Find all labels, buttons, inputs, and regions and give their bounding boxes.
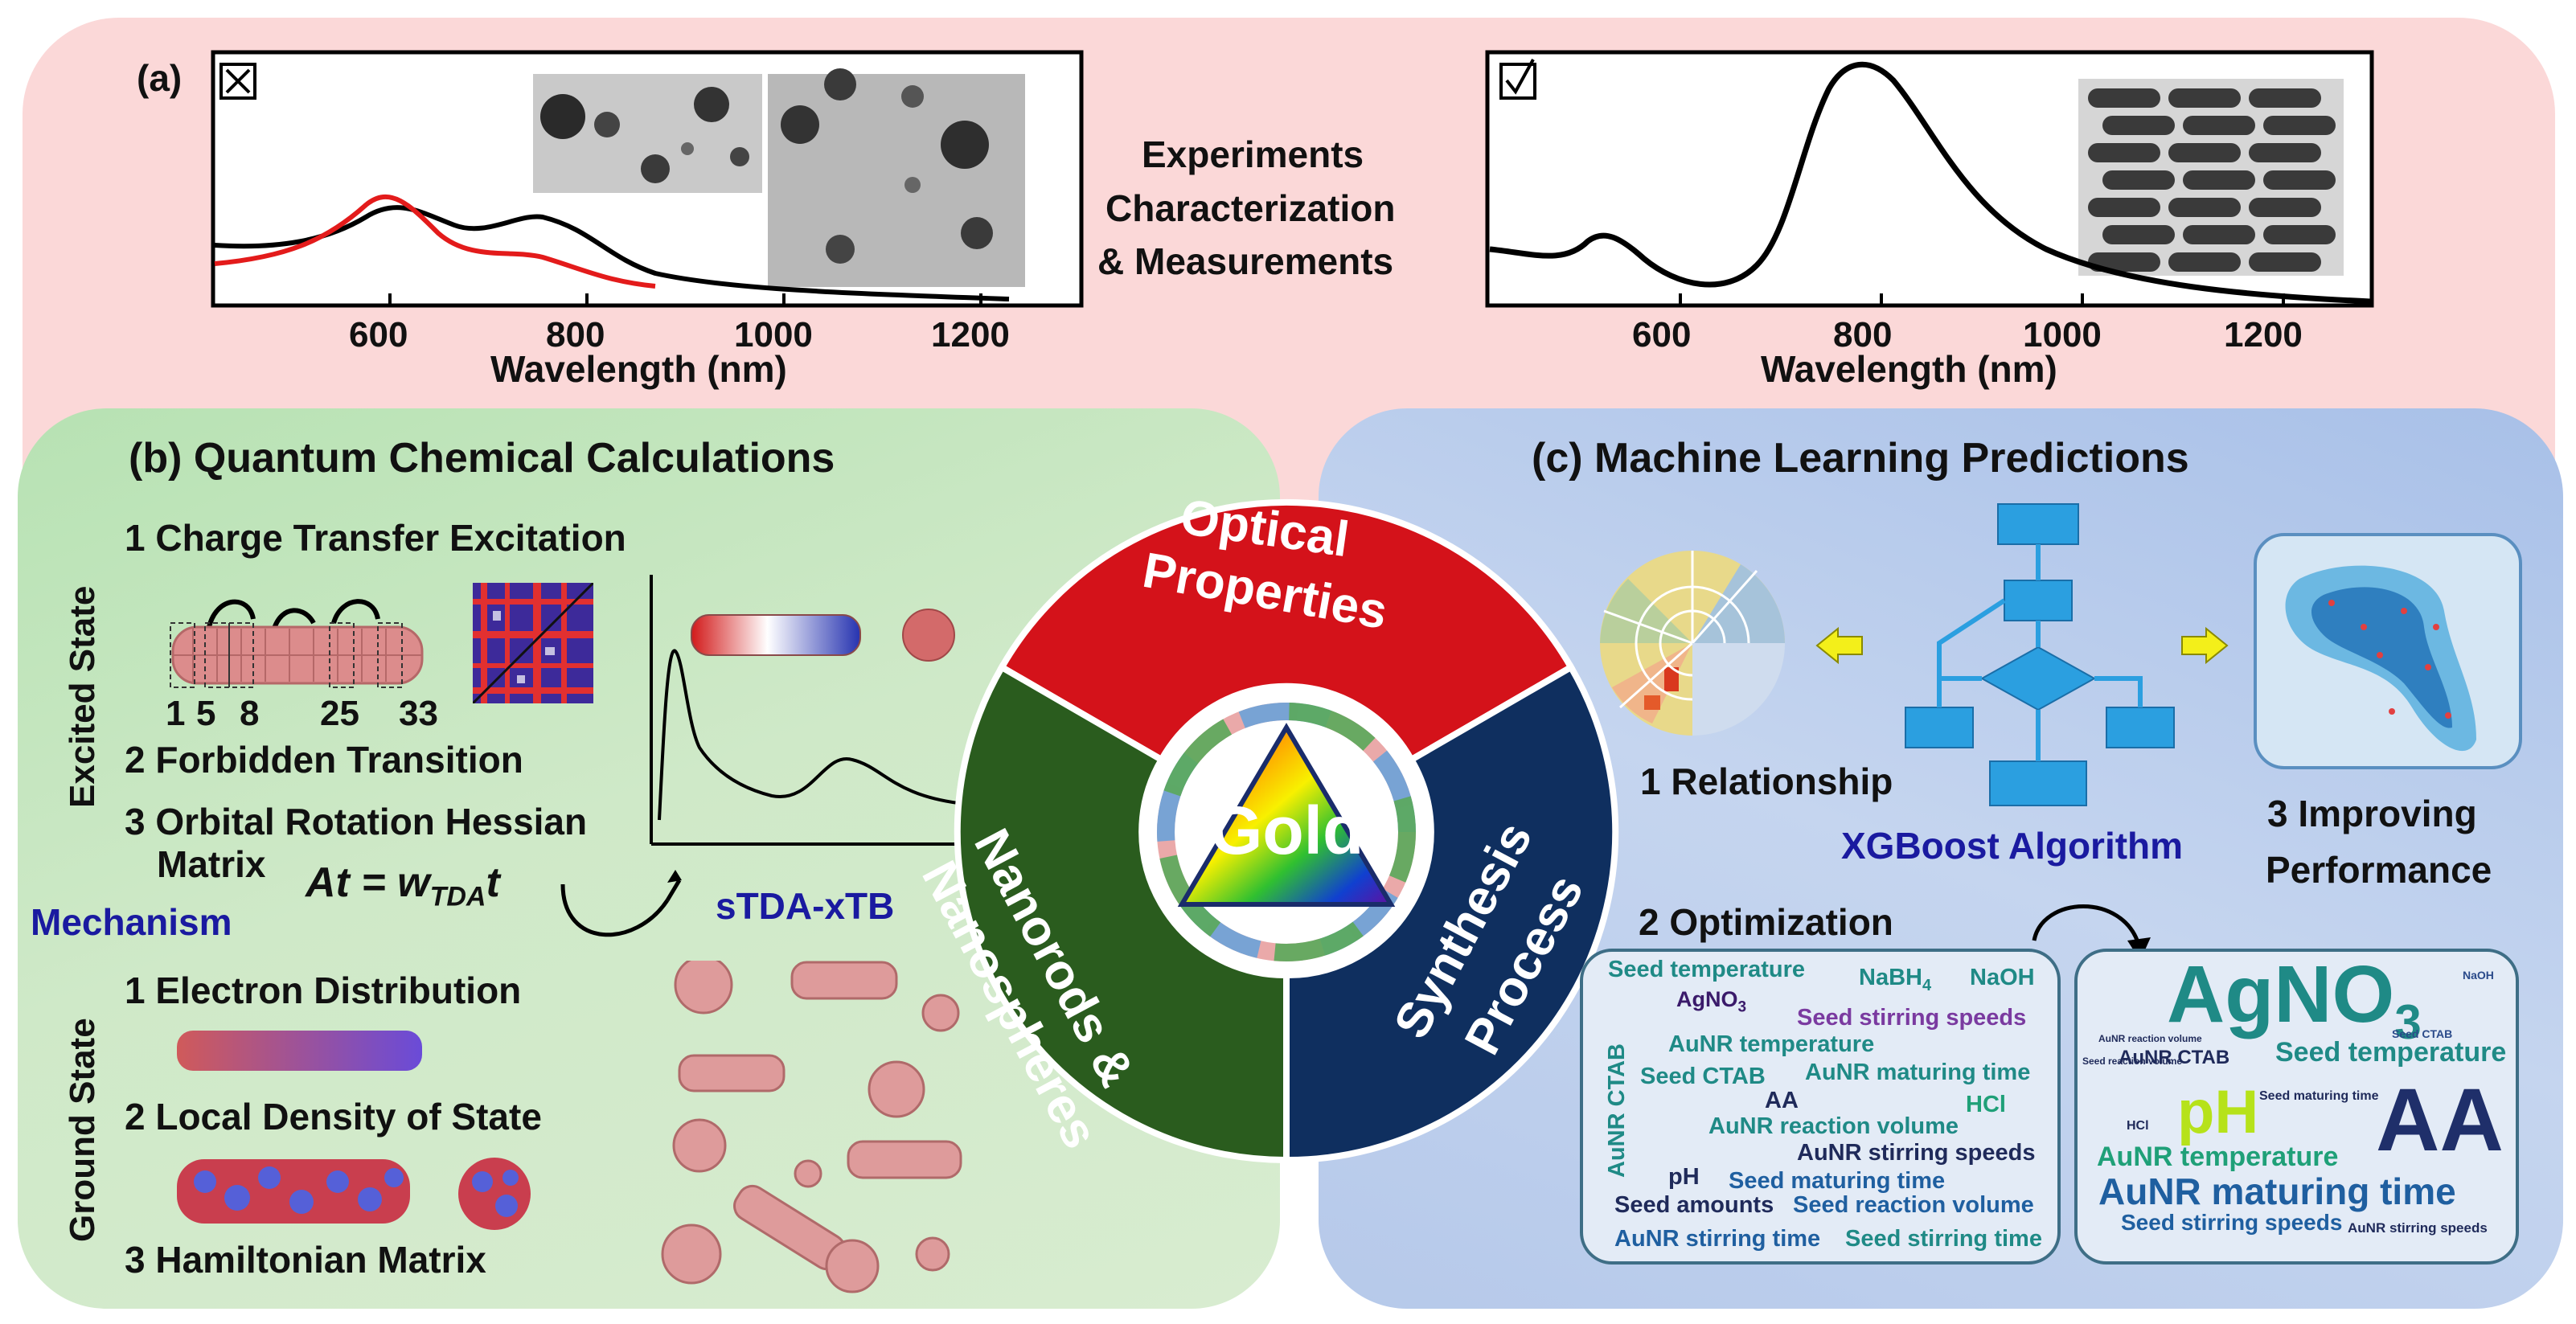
site-number: 8 (240, 694, 260, 733)
charge-transfer-nanorod (170, 599, 424, 688)
cloud-word: Seed maturing time (2259, 1089, 2379, 1103)
x-tick-label: 800 (1833, 315, 1893, 355)
ground-item-3: 3 Hamiltonian Matrix (125, 1239, 486, 1281)
cloud-word: AuNR temperature (2097, 1142, 2339, 1172)
site-number: 33 (399, 694, 438, 733)
x-tick-label: 600 (349, 315, 408, 355)
feature-word: Seed stirring speeds (1797, 1005, 2027, 1031)
feature-word: AuNR stirring time (1614, 1226, 1821, 1252)
experiments-line-1: Experiments (1142, 133, 1364, 175)
feature-word: NaOH (1970, 965, 2035, 990)
ground-item-2: 2 Local Density of State (125, 1096, 542, 1137)
panel-c-title: (c) Machine Learning Predictions (1532, 435, 2189, 482)
cloud-word: AgNO3 (2167, 949, 2422, 1049)
ground-state-label: Ground State (63, 1018, 102, 1242)
transition-matrix-heatmap (473, 583, 593, 703)
xgboost-flowchart (1905, 503, 2175, 806)
excited-item-1: 1 Charge Transfer Excitation (125, 517, 626, 559)
density-of-state-nanorod (177, 1158, 531, 1230)
absorption-spectrum-plot (560, 575, 966, 937)
feature-word: AuNR temperature (1668, 1031, 1875, 1057)
feature-word: AuNR reaction volume (1708, 1113, 1959, 1139)
feature-word: AuNR stirring speeds (1797, 1140, 2036, 1166)
improving-line-2: Performance (2266, 849, 2492, 891)
excited-item-3-cont: Matrix (157, 843, 266, 885)
feature-word: Seed stirring time (1845, 1226, 2042, 1252)
site-number: 1 (166, 694, 186, 733)
feature-word: Seed reaction volume (1793, 1192, 2034, 1218)
x-tick-label: 800 (546, 315, 605, 355)
tem-image-spheres-2 (768, 74, 1025, 287)
cloud-word: AuNR CTAB (2119, 1047, 2230, 1068)
mechanism-label: Mechanism (31, 901, 232, 943)
feature-word: Seed maturing time (1729, 1168, 1946, 1194)
improving-line-1: 3 Improving (2267, 793, 2477, 834)
electron-distribution-nanorod (177, 1031, 422, 1071)
algorithm-label: XGBoost Algorithm (1841, 825, 2184, 867)
panel-b-title: (b) Quantum Chemical Calculations (129, 435, 835, 482)
x-tick-label: 1000 (2023, 315, 2102, 355)
cloud-word: HCl (2127, 1119, 2149, 1133)
experiments-line-2: Characterization (1105, 187, 1396, 229)
feature-word: AgNO3 (1676, 987, 1747, 1016)
x-tick-label: 1000 (734, 315, 813, 355)
feature-word: AuNR maturing time (1805, 1060, 2031, 1085)
arrow-left-icon (1815, 626, 1863, 665)
feature-list-box (1580, 949, 2061, 1265)
equation: At = wTDAt (306, 859, 500, 912)
cloud-word: AuNR reaction volume (2098, 1033, 2202, 1044)
cloud-word: Seed stirring speeds (2121, 1210, 2343, 1235)
arrow-right-icon (2181, 626, 2229, 665)
gold-core-label: Gold (1210, 793, 1364, 868)
site-number: 5 (196, 694, 216, 733)
cloud-word: AuNR stirring speeds (2348, 1220, 2488, 1236)
method-label: sTDA-xTB (716, 885, 895, 927)
cloud-word: Seed temperature (2275, 1037, 2507, 1068)
polar-heatmap (1600, 551, 1785, 736)
cloud-word: AA (2376, 1071, 2504, 1170)
feature-word: Seed temperature (1608, 957, 1805, 982)
feature-word: pH (1668, 1164, 1700, 1190)
excited-item-3: 3 Orbital Rotation Hessian (125, 801, 588, 842)
panel-a-label: (a) (137, 57, 183, 99)
x-axis-label: Wavelength (nm) (1761, 348, 2057, 390)
cloud-word: Seed CTAB (2392, 1027, 2453, 1040)
feature-word: HCl (1966, 1092, 2006, 1117)
central-wheel (954, 498, 1619, 1164)
experiments-line-3: & Measurements (1097, 240, 1394, 282)
dipole-nanorod (691, 609, 955, 662)
feature-word: AA (1765, 1088, 1799, 1113)
performance-distribution-plot (2254, 533, 2522, 769)
cloud-word: AuNR maturing time (2098, 1170, 2456, 1212)
cloud-word: NaOH (2463, 969, 2494, 982)
word-cloud-box (2074, 949, 2519, 1265)
feature-word: NaBH4 (1859, 965, 1932, 994)
cloud-word: pH (2177, 1078, 2259, 1146)
x-tick-label: 1200 (931, 315, 1010, 355)
ground-item-1: 1 Electron Distribution (125, 969, 522, 1011)
feature-word: Seed CTAB (1640, 1064, 1766, 1089)
x-tick-label: 600 (1632, 315, 1692, 355)
spectrum-plot-success (1485, 50, 2374, 308)
spectrum-plot-failed (211, 50, 1084, 308)
feature-word: Seed amounts (1614, 1192, 1774, 1218)
excited-state-label: Excited State (63, 585, 102, 808)
x-axis-label: Wavelength (nm) (490, 348, 787, 390)
optimization-label: 2 Optimization (1639, 901, 1893, 943)
feature-word: AuNR CTAB (1604, 1043, 1630, 1178)
site-number: 25 (320, 694, 359, 733)
cloud-word: Seed reaction volume (2082, 1056, 2183, 1067)
x-tick-label: 1200 (2224, 315, 2303, 355)
nanoparticle-collection (661, 961, 962, 1293)
excited-item-2: 2 Forbidden Transition (125, 739, 523, 781)
relationship-label: 1 Relationship (1640, 760, 1893, 802)
